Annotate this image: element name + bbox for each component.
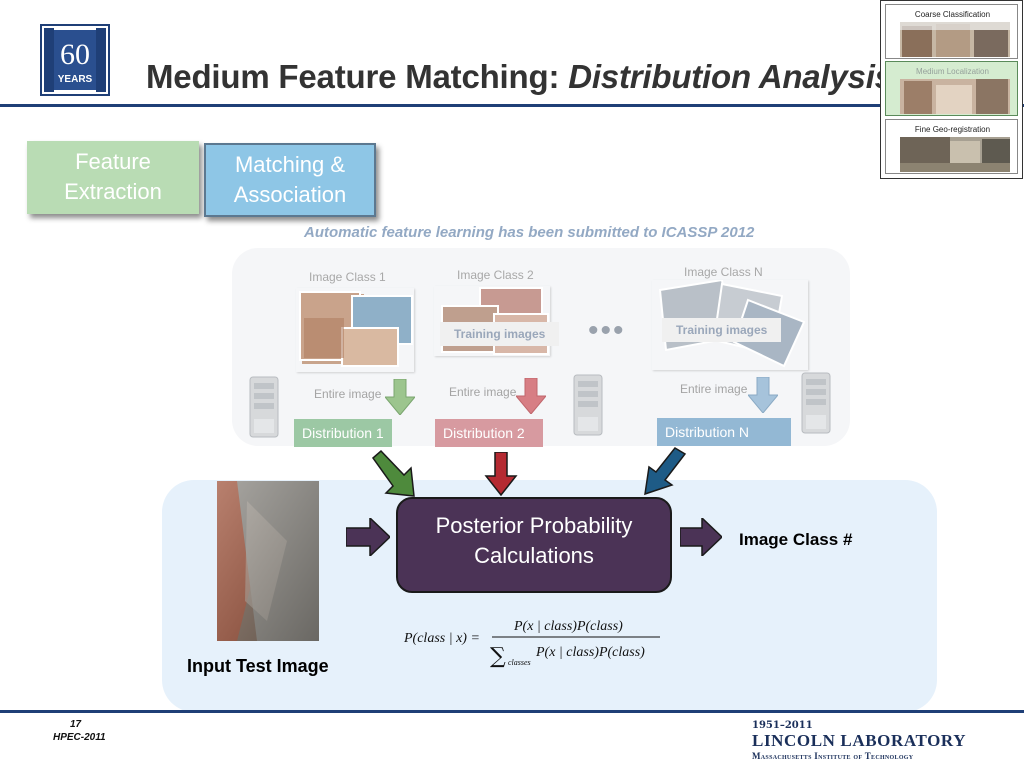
lab-name: LINCOLN LABORATORY — [752, 731, 967, 750]
red-arrow-icon — [484, 452, 518, 496]
step-feature-extraction: Feature Extraction — [27, 141, 199, 214]
right-arrow-icon — [346, 518, 390, 556]
title-emphasis: Distribution Analysis — [568, 58, 893, 95]
server-icon — [249, 376, 279, 438]
entire-image-label-2: Entire image — [449, 385, 517, 399]
stage-label: Medium Localization — [916, 67, 989, 76]
training-images-label-2: Training images — [440, 322, 560, 346]
logo-number: 60 — [60, 38, 90, 71]
input-test-image — [217, 481, 319, 641]
stage-photo-fine — [900, 137, 1010, 172]
image-class-output: Image Class # — [739, 530, 853, 549]
page-number: 17 — [70, 719, 82, 730]
down-arrow-icon — [516, 378, 546, 414]
formula-lhs: P(class | x) = — [403, 631, 480, 646]
more-classes-ellipsis: ••• — [588, 314, 626, 347]
logo-caption: YEARS — [58, 74, 93, 85]
mit-ll-60-years-logo: 60 YEARS — [40, 24, 110, 96]
step-label-line2: Extraction — [64, 179, 162, 204]
icassp-note: Automatic feature learning has been subm… — [304, 224, 755, 241]
distribution-box-1: Distribution 1 — [294, 419, 392, 447]
right-arrow-icon — [680, 518, 722, 556]
stage-thumbnail-fine: Fine Geo-registration — [885, 119, 1018, 174]
down-arrow-icon — [748, 377, 778, 413]
down-arrow-icon — [385, 379, 415, 415]
entire-image-label-n: Entire image — [680, 382, 748, 396]
stage-thumbnail-medium: Medium Localization — [885, 61, 1018, 116]
posterior-line1: Posterior Probability — [435, 513, 633, 538]
event-name: HPEC-2011 — [53, 732, 106, 743]
slide-title: Medium Feature Matching: Distribution An… — [146, 58, 893, 96]
formula-denominator: P(x | class)P(class) — [535, 645, 645, 660]
blue-arrow-icon — [644, 447, 687, 496]
step-label-line2: Association — [233, 182, 347, 207]
entire-image-label-1: Entire image — [314, 387, 382, 401]
step-label-line1: Matching & — [234, 152, 346, 177]
posterior-probability-box: Posterior Probability Calculations — [396, 497, 672, 593]
sum-symbol-icon: ∑ — [490, 644, 506, 669]
posterior-line2: Calculations — [474, 543, 594, 568]
stage-photo-medium — [900, 79, 1010, 114]
title-main: Medium Feature Matching: — [146, 58, 569, 95]
stage-label: Fine Geo-registration — [914, 125, 991, 134]
training-photos-class-1 — [299, 291, 413, 367]
step-label-line1: Feature — [75, 149, 151, 174]
input-test-image-caption: Input Test Image — [187, 656, 329, 676]
stage-photo-coarse — [900, 22, 1010, 57]
pipeline-stage-thumbnails: Coarse Classification Medium Localizatio… — [880, 0, 1023, 179]
distribution-box-n: Distribution N — [657, 418, 791, 446]
server-icon — [573, 374, 603, 436]
formula-numerator: P(x | class)P(class) — [513, 619, 623, 634]
header-divider — [0, 104, 1024, 107]
training-images-label-n: Training images — [662, 318, 782, 342]
lab-institution: Massachusetts Institute of Technology — [752, 751, 914, 761]
server-icon — [801, 372, 831, 434]
distribution-box-2: Distribution 2 — [435, 419, 543, 447]
footer-divider — [0, 710, 1024, 713]
step-matching-association: Matching & Association — [204, 143, 376, 217]
lab-years: 1951–2011 — [752, 720, 813, 731]
class-label-n: Image Class N — [684, 265, 763, 279]
bayes-formula: P(class | x) = P(x | class)P(class) ∑ cl… — [403, 619, 660, 669]
green-arrow-icon — [371, 449, 415, 497]
stage-thumbnail-coarse: Coarse Classification — [885, 4, 1018, 59]
stage-label: Coarse Classification — [914, 10, 991, 19]
class-label-1: Image Class 1 — [309, 270, 386, 284]
class-label-2: Image Class 2 — [457, 268, 534, 282]
formula-sum-subscript: classes — [508, 658, 531, 667]
